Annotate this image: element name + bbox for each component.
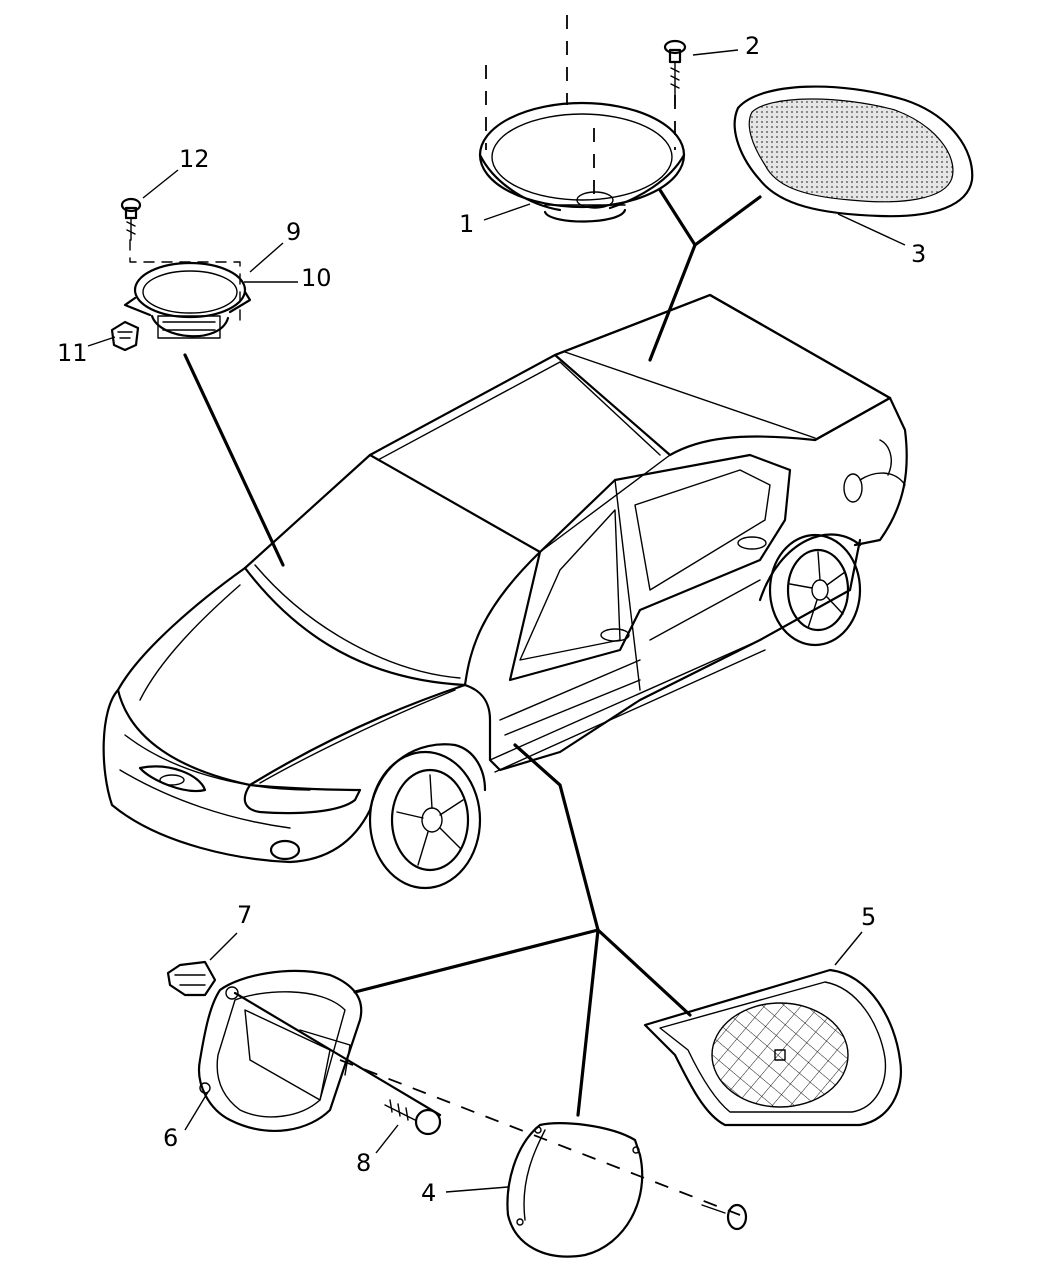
clip-11-icon [110,320,140,352]
speaker-grille-3 [733,85,974,218]
speaker-1-centerlines [485,15,595,195]
callout-11: 11 [57,339,88,367]
callout-4: 4 [421,1179,436,1207]
oval-speaker [478,101,686,223]
speaker-cover-4 [506,1122,644,1258]
screw-12-icon [120,197,142,241]
small-speaker-assembly [123,239,252,339]
callout-9: 9 [286,218,301,246]
clip-7-icon [166,960,217,997]
front-wheel-spokes [396,774,464,866]
callout-10: 10 [301,264,332,292]
callout-8: 8 [356,1149,371,1177]
connector-lines [183,188,762,1117]
callout-6: 6 [163,1124,178,1152]
screw-2-icon [663,39,687,150]
door-grille-5 [643,968,903,1127]
callout-12: 12 [179,145,210,173]
car-body [102,293,908,890]
screw-8-icon [384,1099,442,1136]
callout-3: 3 [911,240,926,268]
callout-leaders [87,49,906,1193]
callout-5: 5 [861,903,876,931]
rear-wheel-spokes [789,551,846,629]
callout-1: 1 [459,210,474,238]
door-speaker-housing [197,969,442,1132]
callout-7: 7 [237,901,252,929]
callout-2: 2 [745,32,760,60]
pushpin-icon [701,1203,748,1231]
